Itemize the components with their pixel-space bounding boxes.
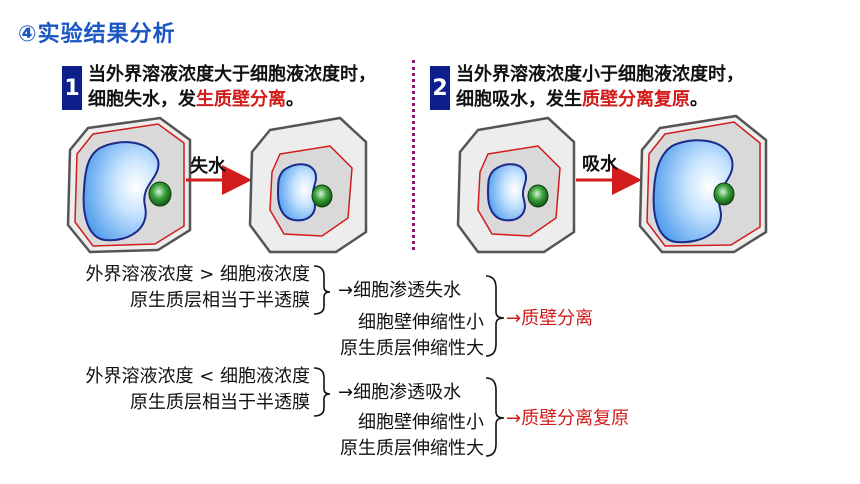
vacuole <box>82 141 160 242</box>
section-title: ④实验结果分析 <box>18 22 176 47</box>
case-1-line-2: 细胞失水，发生质壁分离。 <box>88 87 376 112</box>
block-2-condition-1: 外界溶液浓度 < 细胞液浓度 <box>85 366 310 387</box>
vacuole <box>652 139 734 244</box>
cell-normal-1 <box>66 116 192 254</box>
cell-diagram <box>66 114 768 254</box>
block-2-braces <box>313 367 505 457</box>
case-2-line-2-prefix: 细胞吸水，发生 <box>456 89 582 110</box>
case-1-line-2-prefix: 细胞失水，发 <box>88 89 196 110</box>
case-2-line-2: 细胞吸水，发生质壁分离复原。 <box>456 87 744 112</box>
water-loss-label: 失水 <box>190 156 226 177</box>
nucleus <box>713 182 735 206</box>
vacuole <box>486 163 527 222</box>
block-2-osmosis: →细胞渗透吸水 <box>338 382 462 403</box>
water-absorption-label: 吸水 <box>582 154 618 175</box>
block-1-result: →质壁分离 <box>506 308 594 329</box>
case-2-description: 当外界溶液浓度小于细胞液浓度时， 细胞吸水，发生质壁分离复原。 <box>456 62 744 112</box>
vacuole <box>276 163 317 222</box>
block-1-braces <box>313 265 505 357</box>
block-2-property-2: 原生质层伸缩性大 <box>340 438 484 459</box>
case-2-line-1: 当外界溶液浓度小于细胞液浓度时， <box>456 64 744 85</box>
case-1-number-badge: 1 <box>62 66 82 110</box>
block-1-condition-1: 外界溶液浓度 > 细胞液浓度 <box>85 264 310 285</box>
brace <box>485 377 505 457</box>
case-2-highlight: 质壁分离复原 <box>582 89 690 110</box>
case-2-line-2-suffix: 。 <box>690 89 708 110</box>
case-1-description: 当外界溶液浓度大于细胞液浓度时， 细胞失水，发生质壁分离。 <box>88 62 376 112</box>
brace <box>485 275 505 357</box>
case-1-highlight: 生质壁分离 <box>196 89 286 110</box>
case-2-number-badge: 2 <box>430 66 450 110</box>
cell-recovered <box>638 114 768 254</box>
case-1-line-2-suffix: 。 <box>286 89 304 110</box>
nucleus <box>311 184 333 208</box>
block-2-condition-2: 原生质层相当于半透膜 <box>130 392 310 413</box>
nucleus <box>148 181 172 207</box>
cell-plasmolyzed-2 <box>456 116 576 254</box>
block-2-property-1: 细胞壁伸缩性小 <box>358 412 484 433</box>
brace <box>313 265 331 315</box>
block-1-osmosis: →细胞渗透失水 <box>338 280 462 301</box>
cell-plasmolyzed <box>248 116 368 254</box>
block-1-property-1: 细胞壁伸缩性小 <box>358 312 484 333</box>
section-divider <box>412 60 415 250</box>
block-1-property-2: 原生质层伸缩性大 <box>340 338 484 359</box>
nucleus <box>527 184 549 208</box>
brace <box>313 367 331 417</box>
block-1-condition-2: 原生质层相当于半透膜 <box>130 290 310 311</box>
block-2-result: →质壁分离复原 <box>506 408 630 429</box>
case-1-line-1: 当外界溶液浓度大于细胞液浓度时， <box>88 64 376 85</box>
